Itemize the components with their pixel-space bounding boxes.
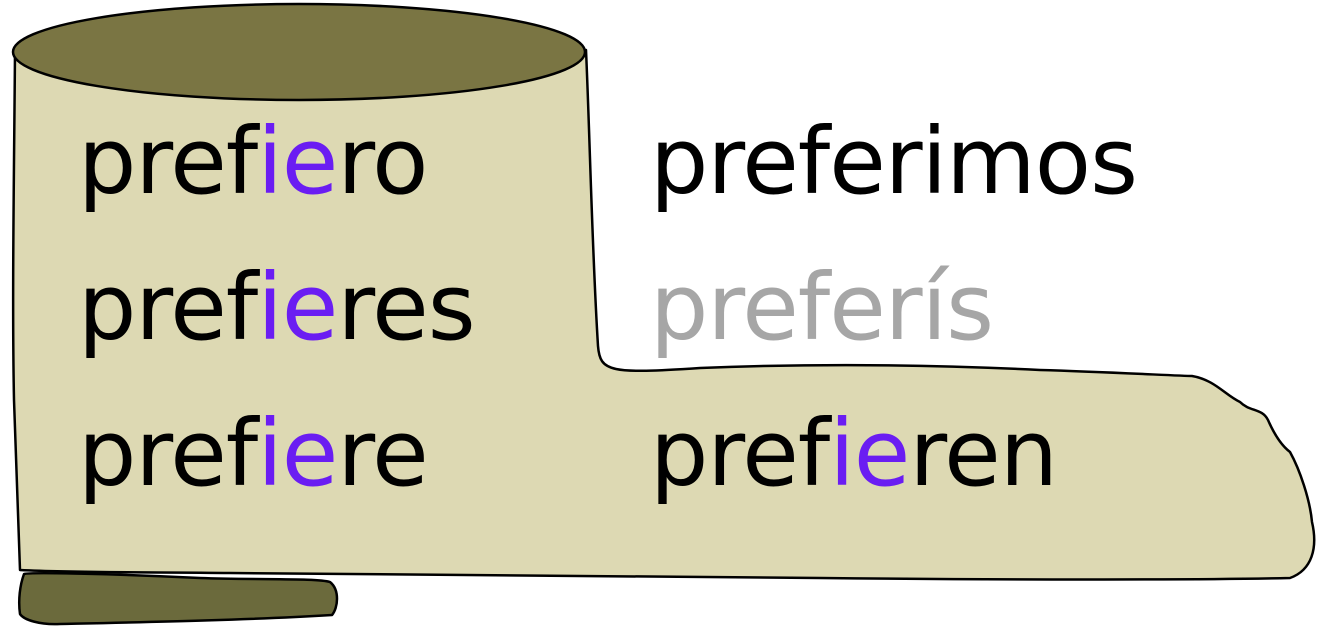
form-tu: prefieres	[78, 262, 476, 354]
form-yo-vowel-change: ie	[257, 108, 338, 215]
boot-opening	[11, 2, 587, 102]
form-tu-stem: pref	[78, 254, 258, 361]
form-tu-ending: res	[337, 254, 475, 361]
form-ellos-vowel-change: ie	[829, 400, 910, 507]
form-yo: prefiero	[78, 116, 428, 208]
form-ellos-stem: pref	[650, 400, 830, 507]
form-el: prefiere	[78, 408, 429, 500]
form-el-stem: pref	[78, 400, 258, 507]
form-el-vowel-change: ie	[257, 400, 338, 507]
form-nosotros-text: preferimos	[650, 108, 1138, 215]
form-tu-vowel-change: ie	[257, 254, 338, 361]
form-vosotros-text: preferís	[650, 254, 994, 361]
boot-shape	[11, 48, 1316, 581]
form-yo-stem: pref	[78, 108, 258, 215]
boot-heel	[17, 571, 339, 626]
form-el-ending: re	[337, 400, 428, 507]
form-ellos-ending: ren	[909, 400, 1058, 507]
form-ellos: prefieren	[650, 408, 1058, 500]
form-nosotros: preferimos	[650, 116, 1138, 208]
form-vosotros: preferís	[650, 262, 994, 354]
form-yo-ending: ro	[337, 108, 428, 215]
